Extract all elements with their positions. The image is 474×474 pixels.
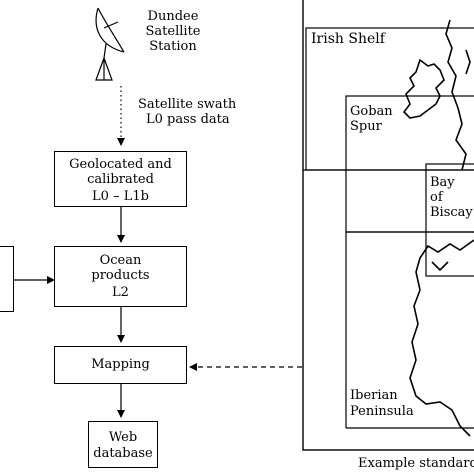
region-iberian-peninsula-line-1: Iberian bbox=[350, 388, 398, 403]
mapping-box: Mapping bbox=[54, 346, 187, 384]
web-database-box: Web database bbox=[88, 421, 158, 468]
map-caption: Example standard bbox=[358, 456, 474, 471]
geolocated-line-2: calibrated bbox=[87, 172, 154, 187]
region-iberian-peninsula-line-2: Peninsula bbox=[350, 404, 414, 419]
region-bay-of-biscay-line-2: of bbox=[430, 190, 443, 205]
region-goban-spur-line-2: Spur bbox=[350, 119, 382, 134]
coastline bbox=[402, 19, 474, 437]
region-irish-shelf: Irish Shelf bbox=[311, 31, 385, 47]
ocean-line-2: products bbox=[91, 268, 150, 283]
region-bay-of-biscay-line-1: Bay bbox=[430, 175, 455, 190]
geolocated-box: Geolocated and calibrated L0 – L1b bbox=[54, 151, 187, 207]
mapping-label: Mapping bbox=[91, 357, 150, 372]
web-line-2: database bbox=[93, 446, 153, 461]
input-box-partial bbox=[0, 246, 14, 312]
station-label: Dundee Satellite Station bbox=[138, 9, 208, 54]
swath-line-1: Satellite swath bbox=[138, 97, 237, 112]
ocean-line-3: L2 bbox=[112, 285, 129, 300]
satellite-dish-icon bbox=[95, 7, 125, 81]
geolocated-line-3: L0 – L1b bbox=[92, 189, 149, 204]
web-line-1: Web bbox=[108, 430, 138, 445]
region-goban-spur-line-1: Goban bbox=[350, 104, 393, 119]
swath-label: Satellite swath L0 pass data bbox=[138, 97, 236, 127]
swath-line-2: L0 pass data bbox=[146, 112, 230, 127]
station-line-2: Satellite bbox=[145, 24, 201, 39]
station-line-1: Dundee bbox=[147, 9, 199, 24]
geolocated-line-1: Geolocated and bbox=[69, 157, 172, 172]
ocean-line-1: Ocean bbox=[99, 253, 142, 268]
region-bay-of-biscay-line-3: Biscay bbox=[430, 205, 473, 220]
map-frame bbox=[302, 0, 474, 451]
region-grid bbox=[303, 27, 474, 429]
station-line-3: Station bbox=[149, 39, 197, 54]
ocean-products-box: Ocean products L2 bbox=[54, 246, 187, 307]
